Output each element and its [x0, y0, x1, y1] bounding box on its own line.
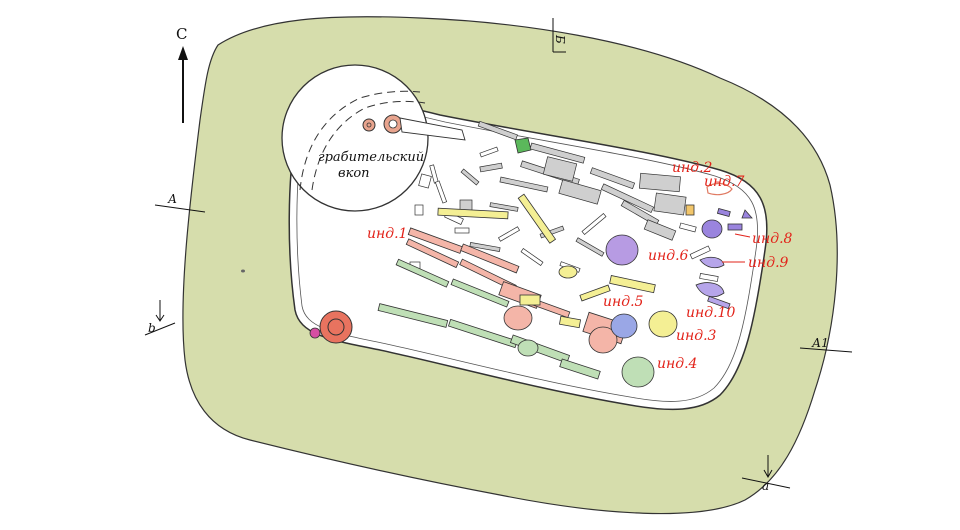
label-ind5: инд.5	[603, 294, 644, 310]
vessel-small	[362, 118, 376, 132]
label-ind10: инд.10	[686, 305, 735, 321]
label-ind4: инд.4	[657, 356, 697, 372]
robber-pit-dashed-1	[299, 90, 421, 191]
pointer-ind8	[734, 233, 751, 238]
skull-ind6	[605, 234, 639, 266]
scattered-bones-grey	[459, 120, 687, 257]
robber-pit-circle	[281, 64, 429, 212]
skull-ind7	[706, 182, 733, 196]
section-marker-b-left: b	[144, 300, 176, 336]
green-object	[514, 137, 532, 154]
vessel-small-inner	[366, 122, 372, 128]
skull-ind5-blue	[610, 313, 638, 339]
label-ind3: инд.3	[676, 328, 717, 344]
north-label: С	[176, 25, 187, 43]
label-ind7: инд.7	[704, 174, 745, 190]
svg-text:b: b	[148, 321, 156, 335]
pot-bottom-left-rim	[327, 318, 345, 336]
skeleton-ind2	[437, 193, 695, 329]
small-stone	[241, 269, 245, 273]
robber-pit-label-1: грабительский	[318, 150, 424, 165]
svg-text:А: А	[167, 192, 177, 206]
label-ind1: инд.1	[367, 226, 407, 242]
section-marker-a-left: А	[154, 192, 206, 213]
skeleton-ind4	[377, 258, 655, 388]
label-ind2: инд.2	[672, 160, 713, 176]
north-arrow	[178, 46, 188, 123]
section-marker-a1-right: А1	[799, 336, 853, 353]
scattered-bones-white	[409, 146, 719, 282]
vessel-large-inner	[388, 119, 398, 129]
bead-purple	[309, 327, 321, 339]
svg-text:Б: Б	[553, 34, 567, 44]
section-marker-a-bottom: a	[741, 455, 791, 493]
skeleton-ind8	[701, 208, 753, 239]
pot-bottom-left	[319, 310, 353, 344]
robber-pit-dashed-2	[311, 100, 426, 191]
skeleton-ind9-10	[695, 256, 731, 310]
section-marker-b-top: Б	[552, 18, 567, 53]
label-ind9: инд.9	[748, 255, 789, 271]
label-ind6: инд.6	[648, 248, 689, 264]
skull-ind5	[588, 326, 618, 354]
grave-pit-inner-line	[296, 107, 759, 402]
svg-text:a: a	[762, 479, 769, 493]
label-ind8: инд.8	[752, 231, 793, 247]
bone-long-robber	[399, 117, 466, 141]
skull-ind3	[648, 310, 678, 338]
robber-pit-label-2: вкоп	[338, 166, 370, 181]
svg-text:А1: А1	[811, 336, 829, 350]
